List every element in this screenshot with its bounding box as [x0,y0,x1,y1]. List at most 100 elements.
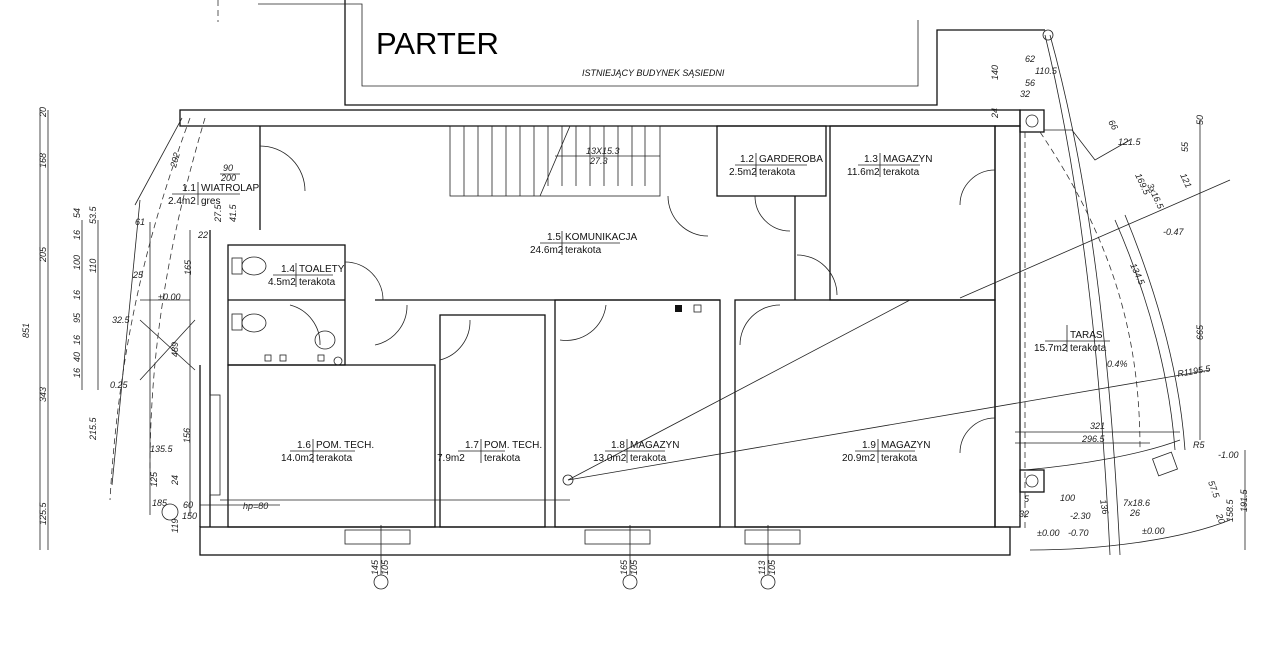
dimension-label: MAGAZYN [881,440,930,451]
plan-line [760,574,776,590]
dimension-label: 851 [21,323,31,338]
dimension-label: 32 [1019,509,1029,519]
dimension-label: 119 [170,519,180,533]
dimension-label: 0.4% [1107,359,1128,369]
dimension-label: terakota [630,453,667,464]
dimension-label: 1.5 [547,232,561,243]
dimension-label: terakota [484,453,521,464]
plan-line [259,145,306,192]
dimension-label: 20 [1214,511,1227,525]
building-walls [179,109,1021,556]
dimension-label: 16 [72,230,82,240]
dimension-label: 50 [1195,115,1205,125]
dimension-label: 150 [182,511,197,521]
dimension-label: 22 [197,230,208,240]
dimension-label: 32 [1020,89,1030,99]
dimension-label: 32.5 [112,315,131,325]
window-1-sill: 105 [380,559,390,575]
dimension-label: 20.9m2 [842,453,876,464]
plan-line [149,117,206,471]
dimension-label: KOMUNIKACJA [565,232,638,243]
dimension-label: terakota [1070,343,1107,354]
dimension-label: ±0.00 [1142,526,1164,536]
dimension-label: 343 [38,387,48,402]
dimension-label: terakota [881,453,918,464]
plan-line [959,169,996,206]
dimension-label: 165 [183,259,193,275]
dimension-label: 0.25 [110,380,129,390]
dimension-label: 1.2 [740,154,754,165]
dimension-label: 4.5m2 [268,277,296,288]
dimension-label: 158.5 [1225,498,1235,522]
plan-line [227,364,436,528]
dimension-label: 55 [1180,141,1190,152]
plan-line [796,254,838,296]
stair-spec-rise: 13X15.3 [586,146,620,156]
plan-title: PARTER [376,26,499,61]
plan-line [179,109,1021,127]
dimension-label: 41.5 [228,203,238,222]
dimension-label: GARDEROBA [759,154,823,165]
dimension-label: 27.5 [213,203,223,223]
dimension-label: terakota [883,167,920,178]
window-2-height: 165 [619,559,629,575]
dimension-label: 125.5 [38,501,48,525]
dimension-label: 489 [170,342,180,357]
dimension-label: 7x18.6 [1123,498,1150,508]
dimension-label: TOALETY [299,264,345,275]
dimension-label: MAGAZYN [630,440,679,451]
plan-line [567,369,1211,481]
dimension-label: 11.6m2 [847,167,880,178]
dimension-label: 2.4m2 [168,196,196,207]
dimension-label: gres [201,196,220,207]
plan-line [317,354,325,362]
stair-spec-tread: 27.3 [589,156,608,166]
dimension-label: 57.5 [1206,479,1222,500]
dimension-label: 53.5 [88,205,98,224]
plan-line [139,319,196,381]
plan-line [1114,219,1176,451]
dimension-label: 16 [72,335,82,345]
dimension-label: 215.5 [88,416,98,441]
plan-line [994,125,1021,528]
plan-line [829,125,996,301]
dimension-label: MAGAZYN [883,154,932,165]
neighbor-label: ISTNIEJĄCY BUDYNEK SĄSIEDNI [582,68,725,78]
plan-line [241,313,267,333]
hp-label: hp=80 [243,501,268,511]
dimension-label: 24 [170,475,180,486]
shaft-icon [675,305,682,312]
plan-line [1049,34,1121,556]
dimension-label: R1195.5 [1177,363,1213,379]
window-1-height: 145 [370,559,380,575]
dimension-label: 16 [72,368,82,378]
plan-line [1044,34,1111,556]
dimension-label: 3x16.5 [1145,182,1166,212]
door-swings [259,145,996,454]
plan-line [539,125,571,197]
window-2-sill: 105 [629,559,639,575]
plan-line [344,261,384,301]
dimension-label: 168 [38,153,48,168]
plan-line [449,125,661,197]
plan-line [279,354,287,362]
dimension-label: 26 [1129,508,1140,518]
plan-line [314,330,336,350]
plan-line [1025,114,1039,128]
plan-line [344,529,411,545]
dimension-label: 100 [1060,493,1075,503]
plan-line [959,417,996,454]
dimension-label: 156 [182,428,192,443]
plan-line [258,3,919,87]
plan-line [199,526,1011,556]
dimension-label: 16 [72,290,82,300]
plan-line [333,356,343,366]
dimension-label: 66 [1106,118,1120,132]
neighbor-building-outline [217,0,1045,106]
plan-line [754,195,791,232]
